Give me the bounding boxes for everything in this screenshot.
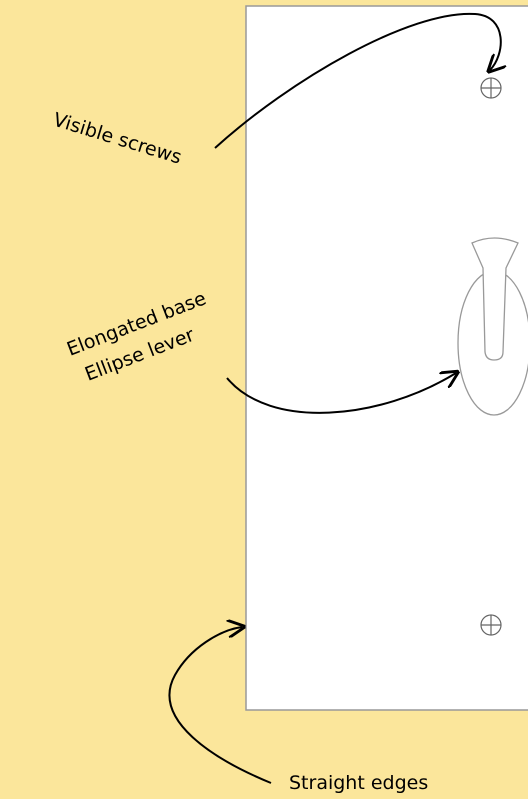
switch-plate <box>246 6 528 710</box>
screws-label: Visible screws <box>51 109 185 169</box>
screw-top-icon <box>481 78 501 98</box>
edges-label: Straight edges <box>289 772 428 794</box>
screw-bottom-icon <box>481 615 501 635</box>
